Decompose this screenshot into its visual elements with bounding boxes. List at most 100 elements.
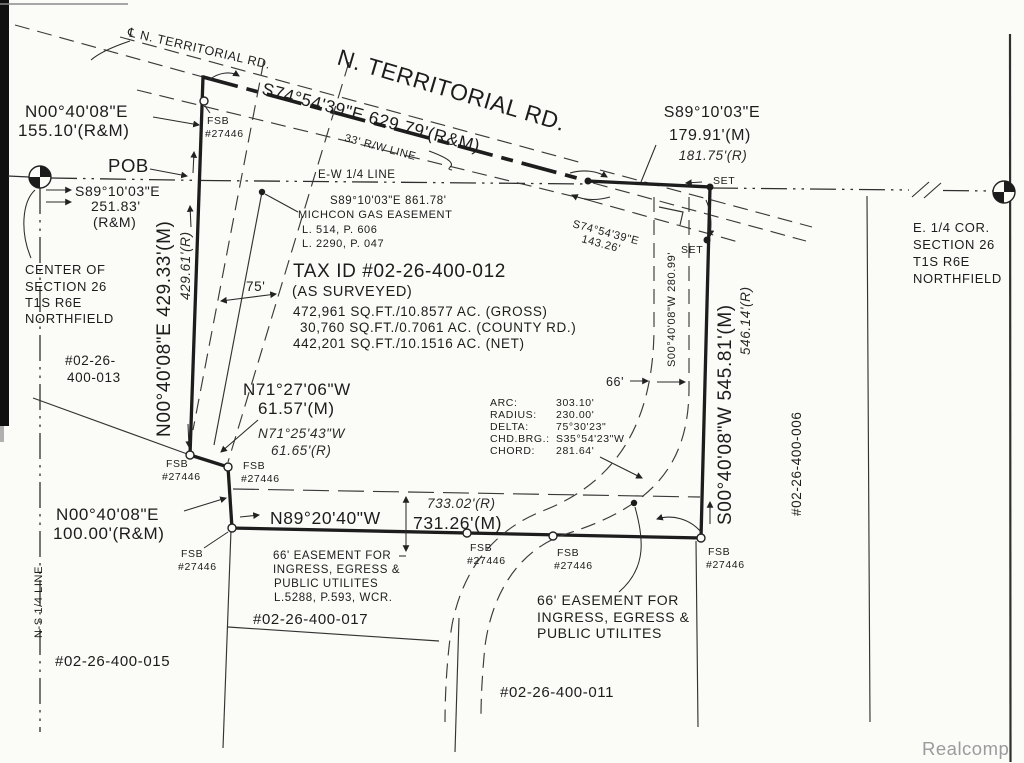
neighbor-parcel-lines	[32, 195, 871, 753]
quarter-distance: 251.83'	[91, 198, 141, 214]
west-lower-distance: 100.00'(R&M)	[53, 524, 165, 543]
east-quarter-corner: T1S R6E	[913, 254, 970, 269]
se-easement: PUBLIC UTILITES	[537, 625, 662, 641]
gas-easement-lines	[192, 59, 350, 463]
east-quarter-corner: E. 1/4 COR.	[913, 220, 990, 235]
ns-quarter-label: N-S 1/4 LINE	[33, 566, 45, 638]
ne-bearing-m: S89°10'03"E	[664, 104, 760, 121]
curve-value: 75°30'23"	[556, 421, 606, 433]
fsb-label: FSB	[207, 115, 229, 127]
road-centerline-west	[14, 24, 204, 78]
west-lower-bearing: N00°40'08"E	[56, 505, 159, 524]
fsb-number: #27446	[178, 561, 217, 573]
road-hook-arrow	[571, 194, 611, 201]
south-distance-m: 731.26'(M)	[413, 513, 502, 533]
fsb-monument	[462, 528, 472, 538]
gas-easement-liber1: L. 514, P. 606	[302, 224, 377, 236]
curve-value: 230.00'	[556, 409, 594, 421]
parcel-015: #02-26-400-015	[55, 653, 170, 670]
fsb-label: FSB	[243, 460, 265, 472]
center-section: T1S R6E	[25, 295, 82, 310]
quarter-rm: (R&M)	[93, 214, 136, 230]
scan-left-bar	[0, 0, 9, 426]
fsb-number: #27446	[162, 471, 201, 483]
parcel-006: #02-26-400-006	[789, 412, 804, 516]
easement-west-curve	[444, 197, 655, 723]
rw-notch	[658, 206, 684, 226]
se-easement-leader	[618, 506, 642, 593]
parcel-017-south-line	[227, 626, 440, 642]
road-north-rw-line	[119, 36, 587, 165]
gas-width-dimension	[219, 291, 278, 304]
ne-distance-m: 179.91'(M)	[669, 127, 751, 144]
pob-leader	[149, 168, 189, 179]
parcel-013: 400-013	[67, 370, 121, 385]
set-label: SET	[681, 244, 703, 256]
easement-east-curve	[480, 197, 690, 717]
pob-label: POB	[108, 155, 149, 176]
west-dim-arrow-up	[186, 204, 194, 228]
rw-label-leader	[428, 150, 453, 171]
set-monument	[703, 236, 711, 244]
easement-south-solid-line	[454, 617, 460, 753]
center-section-leader	[23, 189, 36, 259]
east-bearing-m: S00°40'08"W 545.81'(M)	[715, 304, 736, 525]
fsb-label: FSB	[166, 458, 188, 470]
line-break-symbol	[911, 181, 942, 199]
jog-bearing-leader	[220, 419, 259, 453]
road-south-rw-ext	[587, 199, 743, 244]
gas-easement-east-line	[227, 61, 350, 463]
road-north-rw-ext	[599, 169, 813, 228]
quarter-bearing: S89°10'03"E	[75, 183, 160, 199]
se-easement: INGRESS, EGRESS &	[537, 609, 690, 625]
south-bearing: N89°20'40"W	[270, 508, 381, 528]
west-lower-leader	[183, 496, 227, 512]
east-dim-arrow-down	[705, 199, 715, 238]
center-of-section-symbol	[28, 165, 52, 189]
scan-left-bar-fade	[0, 426, 4, 442]
realcomp-watermark: Realcomp	[922, 738, 1009, 759]
ew-quarter-line	[7, 175, 30, 178]
fsb-monument	[696, 533, 706, 543]
fsb-number: #27446	[706, 559, 745, 571]
quadrant-fill	[40, 166, 51, 177]
monuments	[185, 96, 714, 543]
centerline-label-leader	[90, 40, 131, 61]
jog-bearing-r: N71°25'43"W	[258, 426, 346, 441]
parcel-006-east-line	[866, 195, 871, 723]
gas-width-label: 75'	[246, 279, 265, 294]
tax-id-subtitle: (AS SURVEYED)	[292, 284, 412, 300]
quarter-lines	[7, 165, 1016, 732]
set-arrow	[684, 179, 703, 187]
gas-easement-liber2: L. 2290, P. 047	[302, 238, 384, 250]
quadrant-fill	[993, 192, 1004, 203]
curve-label: DELTA:	[490, 421, 529, 433]
fsb-number: #27446	[467, 555, 506, 567]
west-dim-arrow-down	[185, 423, 193, 449]
fsb-number: #27446	[554, 560, 593, 572]
fsb-leader	[204, 105, 211, 114]
leader-dot	[630, 499, 638, 507]
jog-bearing-m: N71°27'06"W	[243, 380, 351, 399]
fsb-label: FSB	[181, 548, 203, 560]
ew-quarter-line	[942, 189, 994, 192]
west-bearing-m: N00°40'08"E 429.33'(M)	[154, 221, 175, 437]
east-quarter-corner: SECTION 26	[913, 237, 995, 252]
gas-easement-west-line	[192, 59, 265, 431]
se-corner-hook-arrow	[656, 513, 702, 533]
leader-dot	[258, 188, 266, 196]
curve-label: CHD.BRG.:	[490, 433, 550, 445]
east-quarter-corner: NORTHFIELD	[913, 271, 1002, 286]
sw-easement: INGRESS, EGRESS &	[273, 564, 400, 576]
ne-bearing-leader	[640, 144, 657, 183]
west-bearing-r: 429.61'(R)	[178, 231, 193, 300]
set-label: SET	[713, 175, 735, 187]
tax-area-gross: 472,961 SQ.FT./10.8577 AC. (GROSS)	[293, 304, 548, 319]
gas-easement-name: MICHCON GAS EASEMENT	[298, 209, 452, 221]
east-bearing-r: 546.14'(R)	[738, 286, 753, 355]
dim66-label: 66'	[606, 375, 624, 389]
fsb-leader	[203, 531, 229, 549]
